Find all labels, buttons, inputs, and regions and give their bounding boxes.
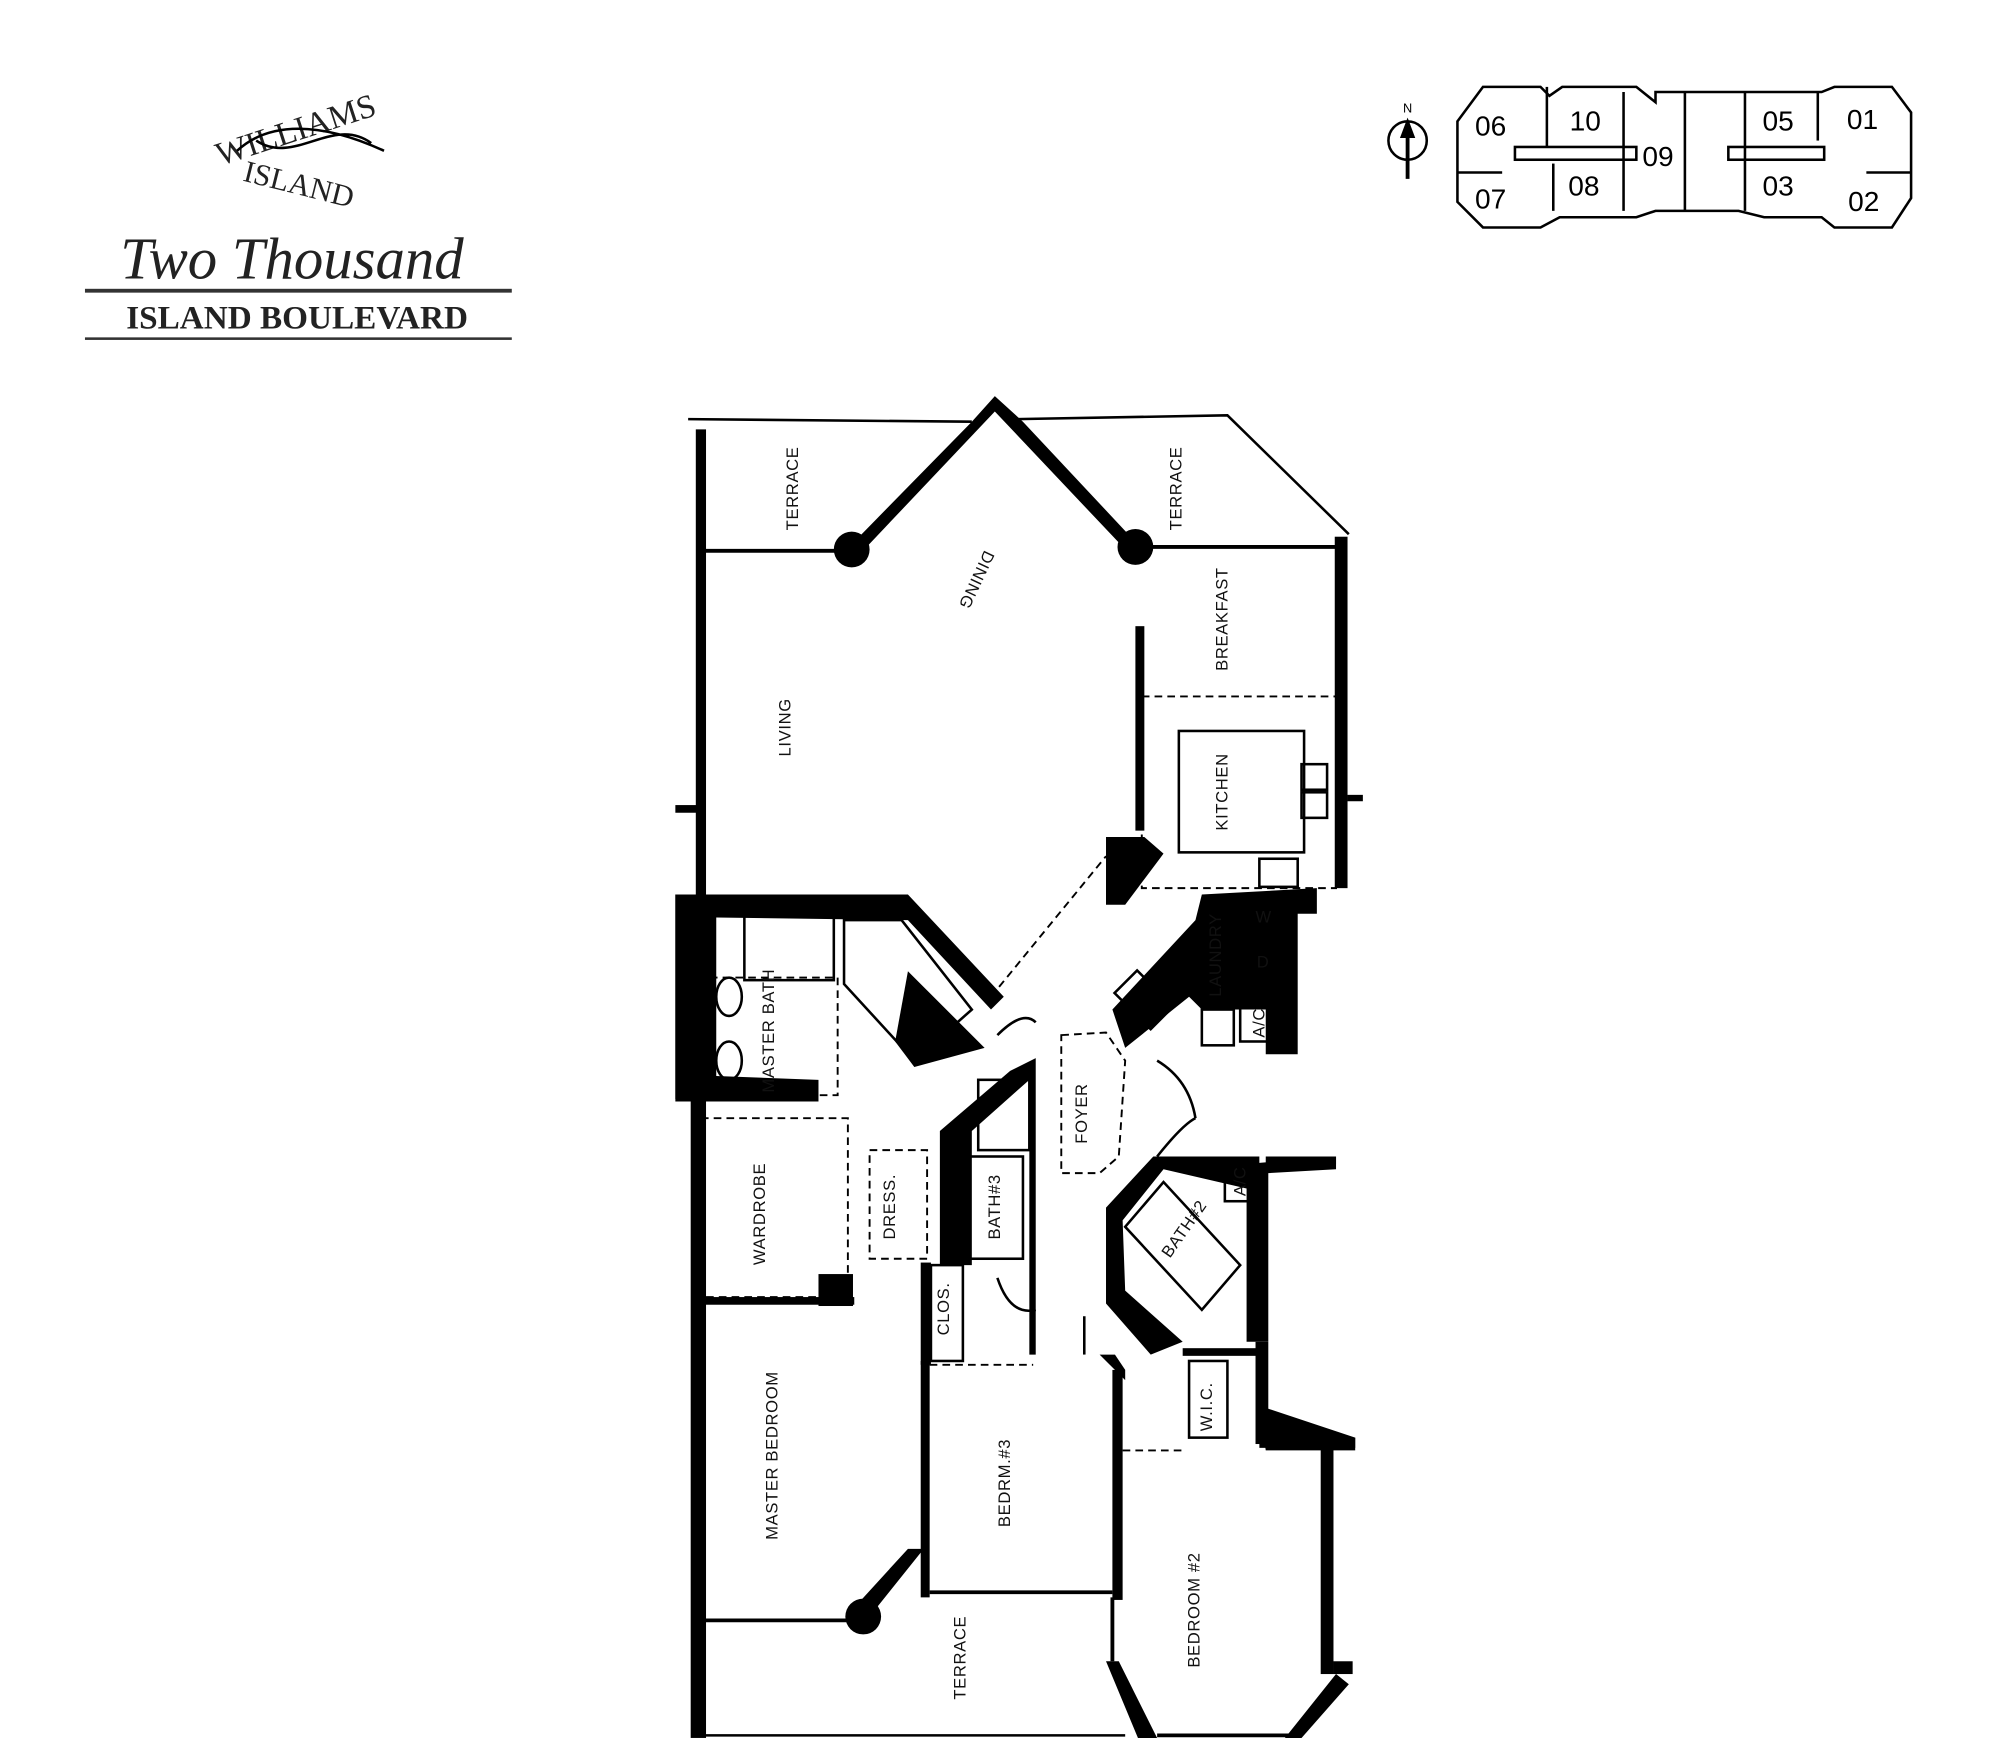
label-master-bedroom: MASTER BEDROOM	[763, 1371, 782, 1540]
unit-09: 09	[1642, 141, 1673, 172]
logo-script-title: Two Thousand	[120, 227, 464, 292]
label-closet: CLOS.	[934, 1282, 953, 1335]
label-bedroom-3: BEDRM.#3	[995, 1439, 1014, 1527]
unit-03: 03	[1763, 171, 1794, 202]
label-terrace-nw: TERRACE	[783, 446, 802, 530]
label-bath-3: BATH#3	[985, 1174, 1004, 1239]
label-living: LIVING	[775, 698, 794, 756]
unit-10: 10	[1570, 105, 1601, 136]
unit-06: 06	[1475, 110, 1506, 141]
north-arrow-icon: N	[1387, 100, 1429, 179]
label-ac-2: A/C	[1230, 1167, 1249, 1197]
unit-01: 01	[1847, 104, 1878, 135]
label-bedroom-2: BEDROOM #2	[1184, 1552, 1203, 1667]
label-breakfast: BREAKFAST	[1212, 567, 1231, 671]
label-laundry: LAUNDRY	[1206, 913, 1225, 997]
unit-floor-plan	[675, 396, 1363, 1738]
label-master-bath: MASTER BATH	[759, 969, 778, 1093]
building-key-plan: 06 10 09 05 01 07 08 03 02	[1456, 85, 1913, 229]
unit-07: 07	[1475, 183, 1506, 214]
label-dress: DRESS.	[880, 1174, 899, 1240]
label-dining: DINING	[955, 548, 998, 612]
unit-05: 05	[1763, 105, 1794, 136]
unit-08: 08	[1568, 171, 1599, 202]
unit-02: 02	[1848, 186, 1879, 217]
label-kitchen: KITCHEN	[1212, 753, 1231, 830]
label-terrace-s: TERRACE	[950, 1616, 969, 1700]
logo-flourish	[236, 127, 385, 152]
williams-island-logo: WILLIAMS ISLAND Two Thousand ISLAND BOUL…	[84, 87, 512, 340]
logo-island: ISLAND	[240, 154, 357, 214]
logo-williams: WILLIAMS	[211, 87, 380, 174]
label-wardrobe: WARDROBE	[750, 1163, 769, 1265]
label-dryer: D	[1257, 952, 1270, 971]
label-ac-1: A/C	[1249, 1008, 1268, 1038]
logo-subtitle: ISLAND BOULEVARD	[126, 299, 468, 336]
label-terrace-ne: TERRACE	[1166, 446, 1185, 530]
label-washer: W	[1256, 908, 1272, 927]
label-foyer: FOYER	[1072, 1083, 1091, 1143]
label-wic: W.I.C.	[1197, 1382, 1216, 1431]
north-label: N	[1403, 100, 1412, 115]
